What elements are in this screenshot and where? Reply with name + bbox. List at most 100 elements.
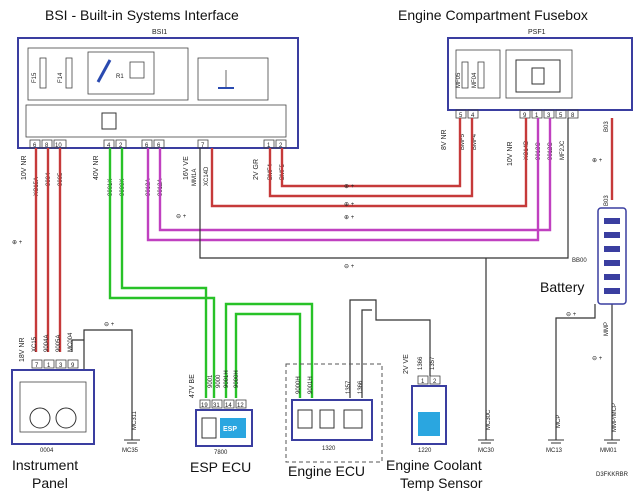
svg-text:⊕ +: ⊕ + xyxy=(592,158,603,164)
svg-text:MC311: MC311 xyxy=(132,410,138,430)
svg-text:MMP/MCP: MMP/MCP xyxy=(612,403,618,432)
esp-ecu: 47V BE 9001 9000 9001H 9000H 19 31 14 12… xyxy=(189,370,253,475)
svg-text:14: 14 xyxy=(225,403,232,409)
svg-text:MM1A: MM1A xyxy=(192,169,198,186)
svg-text:⊖ +: ⊖ + xyxy=(566,312,577,318)
svg-text:2V VE: 2V VE xyxy=(403,354,410,374)
svg-text:10V NR: 10V NR xyxy=(21,155,28,180)
fusebox-module: PSF1 MF05 MF04 5 4 9 1 3 5 8 8V NR 10V N… xyxy=(441,29,633,166)
red-wires xyxy=(34,118,614,352)
svg-text:MC30C: MC30C xyxy=(486,409,492,430)
svg-text:B03: B03 xyxy=(604,195,610,206)
svg-text:Instrument: Instrument xyxy=(12,457,78,473)
svg-text:1: 1 xyxy=(267,143,271,149)
svg-text:4: 4 xyxy=(471,113,475,119)
svg-text:9: 9 xyxy=(71,363,75,369)
svg-text:⊖ +: ⊖ + xyxy=(592,356,603,362)
svg-text:9001H: 9001H xyxy=(308,376,314,394)
svg-text:7: 7 xyxy=(35,363,39,369)
footer-code: D3FKKRBR xyxy=(596,472,629,478)
svg-text:⊕ +: ⊕ + xyxy=(344,215,355,221)
svg-text:MC30: MC30 xyxy=(478,448,495,454)
svg-text:⊕ +: ⊕ + xyxy=(344,184,355,190)
svg-text:MC004: MC004 xyxy=(68,332,74,352)
svg-text:40V NR: 40V NR xyxy=(93,155,100,180)
svg-text:8: 8 xyxy=(571,113,575,119)
svg-text:6: 6 xyxy=(157,143,161,149)
svg-text:31: 31 xyxy=(213,403,220,409)
svg-text:2V GR: 2V GR xyxy=(253,159,260,180)
svg-text:3: 3 xyxy=(59,363,63,369)
svg-text:⊕ +: ⊕ + xyxy=(12,240,23,246)
svg-text:Engine ECU: Engine ECU xyxy=(288,463,365,479)
instrument-panel: 18V NR XC15 9004A 9005A MC004 7 1 3 9 00… xyxy=(11,332,95,491)
fusebox-title: Engine Compartment Fusebox xyxy=(398,7,588,23)
svg-text:MC13: MC13 xyxy=(546,448,563,454)
svg-text:1320: 1320 xyxy=(322,446,336,452)
svg-text:5: 5 xyxy=(459,113,463,119)
svg-text:MF2JC: MF2JC xyxy=(560,140,566,160)
purple-wires xyxy=(146,118,552,242)
svg-text:MMP: MMP xyxy=(604,322,610,336)
svg-text:MC35: MC35 xyxy=(122,448,139,454)
svg-text:0004: 0004 xyxy=(40,448,54,454)
svg-text:2: 2 xyxy=(119,143,123,149)
svg-text:5: 5 xyxy=(559,113,563,119)
svg-text:⊖ +: ⊖ + xyxy=(104,322,115,328)
svg-text:1220: 1220 xyxy=(418,448,432,454)
svg-text:BMF5: BMF5 xyxy=(460,133,466,150)
svg-text:10: 10 xyxy=(55,143,62,149)
svg-text:9: 9 xyxy=(523,113,527,119)
svg-text:10V NR: 10V NR xyxy=(507,141,514,166)
bsi-fuse-2: F14 xyxy=(58,72,64,83)
engine-ecu: 9000H 9001H 1357 1366 1320 Engine ECU xyxy=(285,363,383,479)
svg-text:9004A: 9004A xyxy=(44,335,50,352)
svg-text:MF05: MF05 xyxy=(456,72,462,88)
svg-text:⊖ +: ⊖ + xyxy=(176,214,187,220)
grounds: MC311 MC35 MC30C MC30 MCP MC13 MMP/MCP M… xyxy=(122,403,620,454)
svg-text:4: 4 xyxy=(107,143,111,149)
svg-text:ESP ECU: ESP ECU xyxy=(190,459,251,475)
coolant-sensor: 2V VE 1366 1357 1 2 1220 Engine Coolant … xyxy=(386,354,483,491)
green-wires xyxy=(108,148,314,398)
svg-text:7: 7 xyxy=(201,143,205,149)
svg-text:1357: 1357 xyxy=(430,356,436,370)
svg-text:9001: 9001 xyxy=(208,374,214,388)
svg-text:2: 2 xyxy=(433,379,437,385)
svg-text:12: 12 xyxy=(237,403,244,409)
svg-text:2: 2 xyxy=(279,143,283,149)
bsi-pin-row: 6 8 10 4 2 6 6 7 1 2 xyxy=(29,139,287,149)
svg-text:XC14D: XC14D xyxy=(204,166,210,186)
svg-text:1357: 1357 xyxy=(346,380,352,394)
battery-label: Battery xyxy=(540,279,584,295)
bsi-relay: R1 xyxy=(116,74,124,80)
svg-text:9000H: 9000H xyxy=(296,376,302,394)
svg-text:6: 6 xyxy=(33,143,37,149)
bsi-fuse-1: F15 xyxy=(32,72,38,83)
svg-text:XC15: XC15 xyxy=(32,336,38,352)
svg-text:1366: 1366 xyxy=(358,380,364,394)
svg-text:6: 6 xyxy=(145,143,149,149)
svg-text:Engine Coolant: Engine Coolant xyxy=(386,457,482,473)
svg-text:8V NR: 8V NR xyxy=(441,129,448,150)
svg-text:Panel: Panel xyxy=(32,475,68,491)
svg-text:PSF1: PSF1 xyxy=(528,29,546,36)
bsi-code: BSI1 xyxy=(152,29,167,36)
svg-text:MCP: MCP xyxy=(556,415,562,428)
bsi-module: BSI1 F15 F14 R1 6 8 10 4 2 xyxy=(17,29,299,180)
bsi-title: BSI - Built-in Systems Interface xyxy=(45,7,239,23)
svg-text:⊖ +: ⊖ + xyxy=(344,264,355,270)
svg-text:16V VE: 16V VE xyxy=(183,156,190,180)
svg-text:9000H: 9000H xyxy=(234,370,240,388)
svg-text:MF04: MF04 xyxy=(472,72,478,88)
svg-text:7800: 7800 xyxy=(214,450,228,456)
svg-text:19: 19 xyxy=(201,403,208,409)
svg-text:1: 1 xyxy=(535,113,539,119)
svg-text:MM01: MM01 xyxy=(600,448,617,454)
svg-text:ESP: ESP xyxy=(223,426,237,433)
svg-text:18V NR: 18V NR xyxy=(19,337,26,362)
svg-text:⊕ +: ⊕ + xyxy=(344,202,355,208)
svg-text:8: 8 xyxy=(45,143,49,149)
svg-text:9005A: 9005A xyxy=(56,335,62,352)
